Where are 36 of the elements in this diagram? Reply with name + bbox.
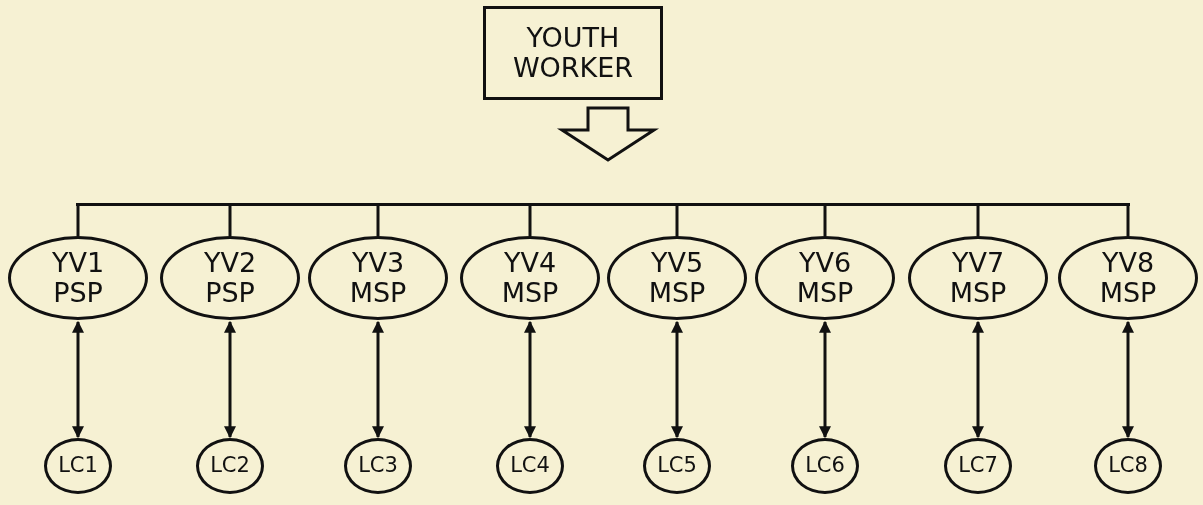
node-label: LC6 — [805, 454, 845, 478]
node-label: YOUTH WORKER — [511, 23, 635, 83]
arrow — [372, 320, 384, 439]
node-label: YV5 MSP — [647, 248, 707, 308]
connector-line — [1126, 206, 1130, 236]
node-label: LC4 — [510, 454, 550, 478]
node-label: LC1 — [58, 454, 98, 478]
node-label: LC7 — [958, 454, 998, 478]
block-arrow — [556, 106, 660, 162]
node-label: LC8 — [1108, 454, 1148, 478]
connector-line — [76, 206, 80, 236]
connector-line — [528, 206, 532, 236]
node-label: YV8 MSP — [1098, 248, 1158, 308]
connector-line — [675, 206, 679, 236]
node-label: YV4 MSP — [500, 248, 560, 308]
node-label: LC2 — [210, 454, 250, 478]
node-label: YV6 MSP — [795, 248, 855, 308]
arrow — [1122, 320, 1134, 439]
process-box — [483, 6, 663, 100]
connector-line — [376, 206, 380, 236]
node-label: LC5 — [657, 454, 697, 478]
arrow — [72, 320, 84, 439]
arrow — [524, 320, 536, 439]
connector-line — [976, 206, 980, 236]
node-label: YV3 MSP — [348, 248, 408, 308]
arrow — [224, 320, 236, 439]
node-label: LC3 — [358, 454, 398, 478]
node-label: YV1 PSP — [50, 248, 106, 308]
connector-line — [823, 206, 827, 236]
arrow — [671, 320, 683, 439]
node-label: YV7 MSP — [948, 248, 1008, 308]
connector-line — [228, 206, 232, 236]
arrow — [972, 320, 984, 439]
node-label: YV2 PSP — [202, 248, 258, 308]
bus-line — [76, 203, 1130, 206]
arrow — [819, 320, 831, 439]
